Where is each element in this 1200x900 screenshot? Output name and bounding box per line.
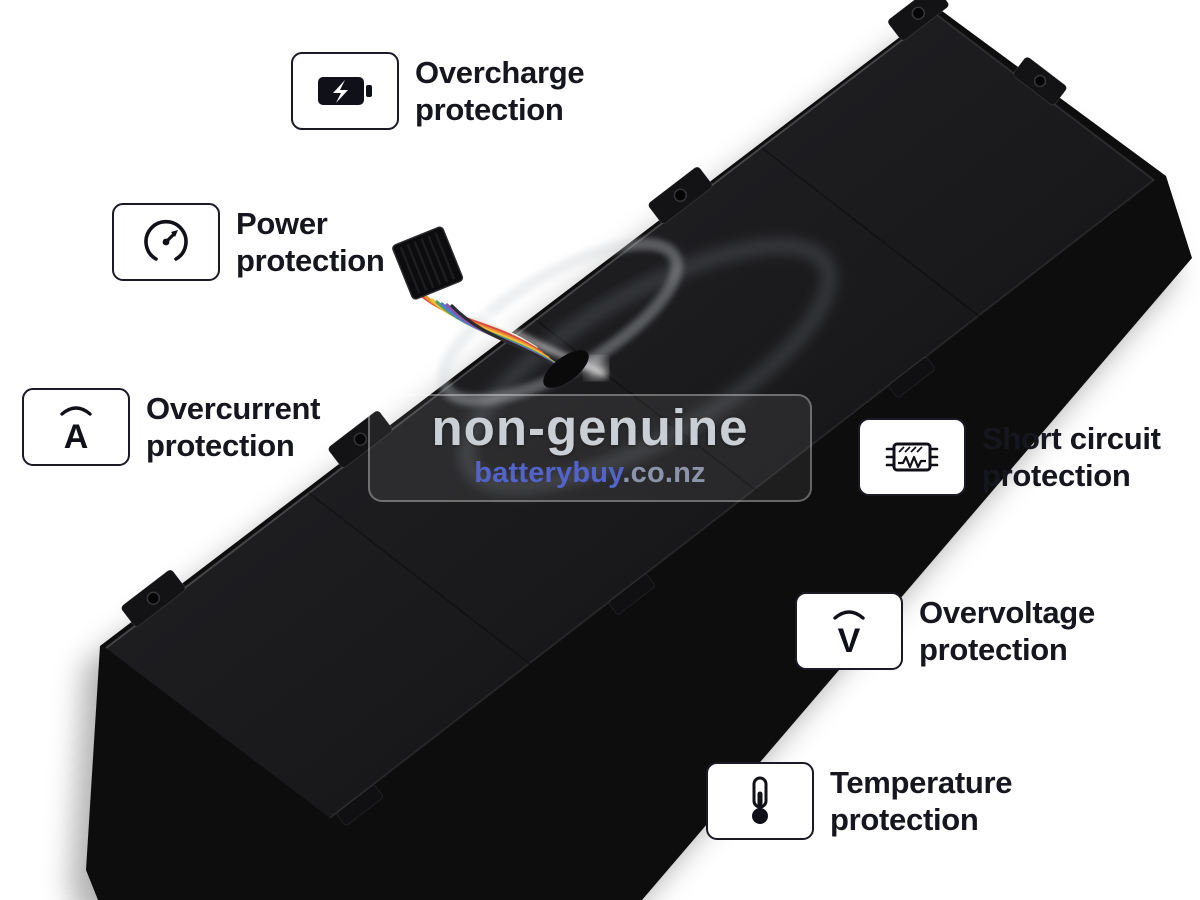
feature-overcharge: Overcharge protection [291, 52, 585, 130]
feature-label-line: Temperature [830, 764, 1013, 800]
feature-label-line: Overcurrent [146, 390, 321, 426]
feature-overcurrent-badge: A [22, 388, 130, 466]
svg-text:A: A [64, 418, 89, 453]
battery-top-face [106, 14, 1154, 818]
feature-short-circuit-badge [858, 418, 966, 496]
watermark: non-genuine batterybuy.co.nz [368, 394, 812, 503]
feature-overcharge-badge [291, 52, 399, 130]
watermark-brand-suffix: .co.nz [622, 457, 706, 490]
feature-power-label: Power protection [236, 205, 385, 279]
watermark-brand-name: batterybuy [474, 457, 623, 490]
feature-overcharge-label: Overcharge protection [415, 54, 585, 128]
battery-connector [392, 226, 464, 300]
feature-label-line: protection [919, 632, 1068, 667]
watermark-title: non-genuine [431, 399, 749, 456]
circuit-chip-icon [885, 442, 939, 472]
feature-temperature-label: Temperature protection [830, 764, 1012, 838]
feature-label-line: protection [982, 458, 1131, 493]
feature-label-line: protection [146, 428, 295, 463]
feature-overcurrent-label: Overcurrent protection [146, 390, 320, 464]
feature-label-line: Overcharge [415, 54, 585, 90]
feature-overcurrent: A Overcurrent protection [22, 388, 320, 466]
feature-short-circuit: Short circuit protection [858, 418, 1161, 496]
feature-temperature-badge [706, 762, 814, 840]
watermark-brand: batterybuy.co.nz [378, 457, 802, 490]
feature-temperature: Temperature protection [706, 762, 1012, 840]
feature-short-circuit-label: Short circuit protection [982, 420, 1161, 494]
ampere-arc-icon: A [60, 406, 92, 453]
feature-overvoltage-label: Overvoltage protection [919, 594, 1095, 668]
connector-wires [412, 288, 574, 379]
svg-text:V: V [838, 622, 861, 657]
feature-power-badge [112, 203, 220, 281]
feature-label-line: protection [236, 243, 385, 278]
feature-overvoltage-badge: V [795, 592, 903, 670]
feature-label-line: Power [236, 205, 328, 241]
wire-entry [543, 350, 589, 388]
feature-label-line: protection [415, 92, 564, 127]
feature-label-line: protection [830, 802, 979, 837]
power-gauge-icon [144, 219, 188, 261]
feature-power: Power protection [112, 203, 385, 281]
feature-overvoltage: V Overvoltage protection [795, 592, 1095, 670]
feature-label-line: Overvoltage [919, 594, 1095, 630]
mounting-tabs [121, 0, 1067, 826]
thermometer-icon [752, 776, 768, 824]
battery-seams [308, 147, 985, 666]
volt-arc-icon: V [833, 610, 865, 657]
feature-label-line: Short circuit [982, 420, 1161, 456]
battery-charge-icon [318, 77, 372, 105]
